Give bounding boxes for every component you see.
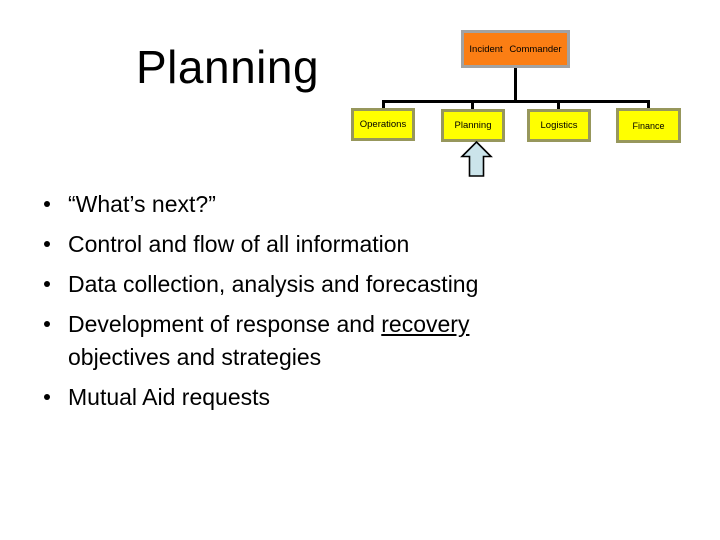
- bullet-text: Mutual Aid requests: [68, 384, 271, 410]
- org-box-incident-commander: Incident Commander: [461, 30, 570, 68]
- connector-drop-logistics: [557, 102, 560, 111]
- bullet-item: Development of response and recovery obj…: [40, 308, 538, 374]
- connector-drop-operations: [382, 102, 385, 110]
- bullet-item: Control and flow of all information: [40, 228, 600, 261]
- bullet-text: “What’s next?”: [68, 191, 216, 217]
- bullet-dot: [44, 281, 50, 287]
- org-box-label: Operations: [359, 119, 407, 130]
- slide-title: Planning: [136, 41, 320, 93]
- up-arrow-icon: [460, 141, 493, 177]
- org-box-planning: Planning: [441, 109, 505, 142]
- org-box-logistics: Logistics: [527, 109, 591, 142]
- bullet-text: Data collection, analysis and forecastin…: [68, 271, 479, 297]
- bullet-list: “What’s next?” Control and flow of all i…: [40, 188, 600, 421]
- bullet-dot: [44, 394, 50, 400]
- org-box-label: Incident Commander: [469, 43, 562, 55]
- connector-drop-planning: [471, 102, 474, 111]
- bullet-text-underlined: recovery: [381, 311, 470, 337]
- connector-horizontal: [382, 100, 650, 103]
- bullet-dot: [44, 321, 50, 327]
- bullet-dot: [44, 201, 50, 207]
- connector-drop-finance: [647, 102, 650, 110]
- org-box-operations: Operations: [351, 108, 415, 141]
- bullet-text: Control and flow of all information: [68, 231, 410, 257]
- bullet-text: objectives and strategies: [68, 344, 322, 370]
- org-box-label: Logistics: [540, 120, 578, 131]
- connector-root-vertical: [514, 68, 517, 101]
- bullet-dot: [44, 241, 50, 247]
- bullet-item: Data collection, analysis and forecastin…: [40, 268, 600, 301]
- bullet-text: Development of response and: [68, 311, 382, 337]
- org-box-finance: Finance: [616, 108, 681, 143]
- org-box-label: Planning: [454, 120, 492, 131]
- bullet-item: Mutual Aid requests: [40, 381, 600, 414]
- org-box-label: Finance: [632, 120, 665, 131]
- bullet-item: “What’s next?”: [40, 188, 600, 221]
